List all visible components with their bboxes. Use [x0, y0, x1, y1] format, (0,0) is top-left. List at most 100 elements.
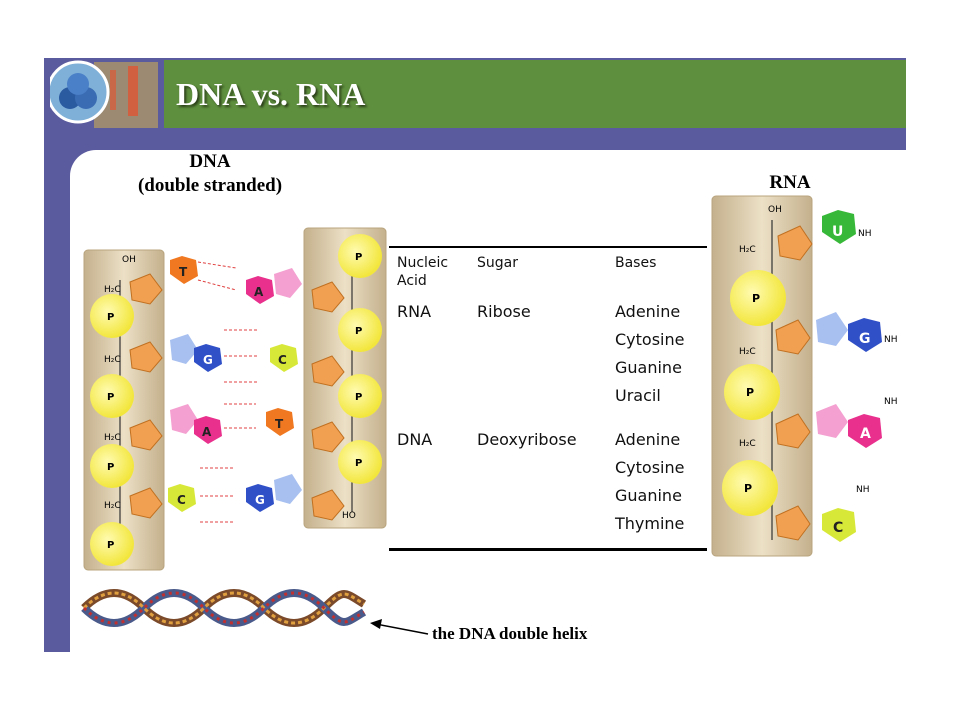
phosphorus-label: P [355, 392, 362, 403]
title-bar: DNA vs. RNA [164, 60, 906, 128]
base-letter: G [859, 331, 871, 347]
hydroxyl-label: OH [768, 205, 782, 215]
ch2-label: H₂C [739, 439, 756, 449]
base-letter: T [179, 265, 188, 279]
guanine-base [194, 344, 222, 372]
ch2-label: H₂C [104, 433, 121, 443]
header-nucleic-acid: Nucleic Acid [397, 254, 448, 290]
base-letter: A [254, 285, 264, 299]
rna-strand: OH H₂C H₂C H₂C P P P U NH G NH A NH C NH [722, 205, 898, 542]
nh-label: NH [884, 335, 898, 345]
phosphorus-label: P [107, 540, 114, 551]
base-letter: A [202, 425, 212, 439]
comparison-table: Nucleic Acid Sugar Bases RNA Ribose Aden… [389, 246, 707, 554]
ch2-label: H₂C [104, 285, 121, 295]
adenine-base [246, 276, 274, 304]
uracil-base [822, 210, 856, 244]
phosphate-group [90, 374, 134, 418]
dna-heading-line1: DNA [189, 151, 231, 172]
phosphorus-label: P [107, 312, 114, 323]
sugar-ring [311, 489, 345, 521]
sugar-ring [777, 225, 813, 261]
slide-title: DNA vs. RNA [176, 76, 366, 112]
cytosine-base [270, 344, 298, 372]
sugar-ring [129, 341, 163, 373]
phosphorus-label: P [744, 482, 752, 495]
double-helix-image [81, 589, 367, 627]
ch2-label: H₂C [739, 245, 756, 255]
cytosine-base [822, 508, 856, 542]
guanine-ring [816, 312, 848, 346]
row-dna-base: Guanine [615, 486, 682, 505]
adenine-ring [170, 404, 198, 434]
guanine-base [246, 484, 274, 512]
row-rna-base: Adenine [615, 302, 681, 321]
row-rna-sugar: Ribose [477, 302, 531, 321]
nh-label: NH [858, 229, 872, 239]
phosphate-group [338, 234, 382, 278]
sugar-ring [775, 319, 811, 355]
phosphate-group [90, 444, 134, 488]
row-dna-base: Thymine [615, 514, 685, 533]
dna-left-strand: OH H₂C H₂C H₂C H₂C P P P P [90, 255, 163, 566]
phosphate-group [722, 460, 778, 516]
table-bottom-rule [389, 548, 707, 551]
adenine-ring [816, 404, 848, 438]
phosphorus-label: P [752, 292, 760, 305]
sugar-ring [311, 355, 345, 387]
base-letter: U [832, 224, 843, 240]
phosphate-group [338, 308, 382, 352]
thymine-base [266, 408, 294, 436]
phosphate-group [338, 440, 382, 484]
phosphorus-label: P [107, 392, 114, 403]
sugar-ring [311, 281, 345, 313]
row-rna-base: Uracil [615, 386, 661, 405]
guanine-ring [170, 334, 198, 364]
base-letter: T [275, 417, 284, 431]
base-letter: G [203, 353, 213, 367]
guanine-base [848, 318, 882, 352]
dna-heading-line2: (double stranded) [137, 175, 283, 196]
header-sugar: Sugar [477, 255, 518, 271]
sugar-ring [775, 505, 811, 541]
base-letter: G [255, 493, 265, 507]
dna-right-strand: HO P P P P [311, 234, 382, 521]
phosphate-group [724, 364, 780, 420]
base-letter: C [833, 520, 843, 536]
phosphorus-label: P [355, 458, 362, 469]
helix-caption: the DNA double helix [432, 624, 588, 643]
phosphorus-label: P [355, 326, 362, 337]
base-letter: C [278, 353, 287, 367]
sugar-ring [129, 487, 163, 519]
row-dna-sugar: Deoxyribose [477, 430, 577, 449]
header-nucleic-acid-line2: Acid [397, 273, 427, 289]
adenine-base [194, 416, 222, 444]
caption-arrow [370, 619, 429, 635]
phosphorus-label: P [355, 252, 362, 263]
nh-label: NH [856, 485, 870, 495]
nh-label: NH [884, 397, 898, 407]
row-dna-base: Cytosine [615, 458, 685, 477]
adenine-base [848, 414, 882, 448]
ch2-label: H₂C [739, 347, 756, 357]
row-rna-base: Guanine [615, 358, 682, 377]
cytosine-base [168, 484, 196, 512]
phosphate-group [90, 294, 134, 338]
header-bases: Bases [615, 255, 657, 271]
dna-heading: DNA (double stranded) [130, 150, 290, 198]
phosphate-group [90, 522, 134, 566]
row-dna-base: Adenine [615, 430, 681, 449]
base-letter: C [177, 493, 186, 507]
adenine-ring [274, 268, 302, 298]
sugar-ring [129, 273, 163, 305]
hydroxyl-label: HO [342, 511, 356, 521]
sugar-ring [775, 413, 811, 449]
rna-heading: RNA [769, 172, 811, 193]
ch2-label: H₂C [104, 355, 121, 365]
phosphorus-label: P [746, 386, 754, 399]
phosphorus-label: P [107, 462, 114, 473]
ch2-label: H₂C [104, 501, 121, 511]
base-letter: A [860, 426, 871, 442]
table-top-rule [389, 246, 707, 248]
